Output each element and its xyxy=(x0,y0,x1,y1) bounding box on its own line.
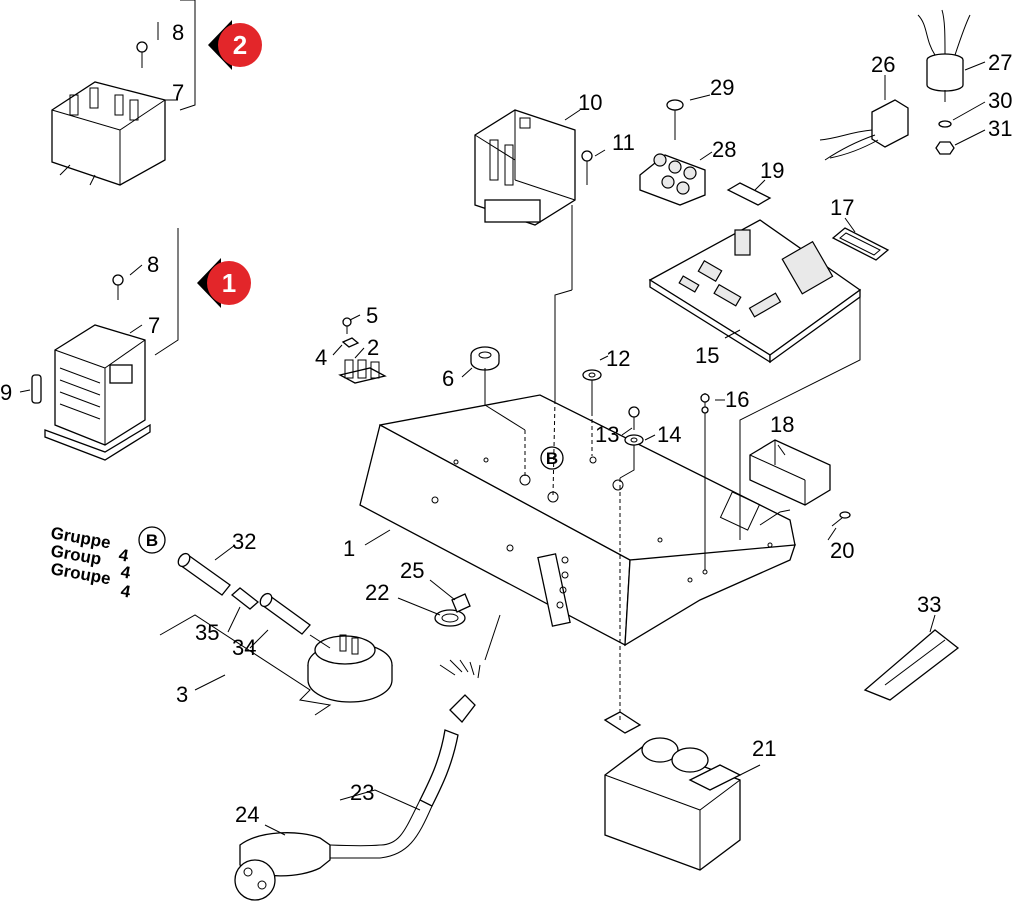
gasket-17 xyxy=(831,227,890,261)
group-label-line2-number: 4 xyxy=(119,562,132,582)
module-26 xyxy=(819,99,909,161)
callout-30: 30 xyxy=(988,88,1012,113)
chip-19 xyxy=(726,182,772,206)
callout-25: 25 xyxy=(400,558,424,583)
callout-33: 33 xyxy=(917,592,941,617)
callout-7: 7 xyxy=(148,313,160,338)
washer-14 xyxy=(624,434,644,446)
nut-31 xyxy=(935,141,955,155)
group-label-line3: Groupe xyxy=(49,559,112,588)
transformer-variant-2 xyxy=(51,81,166,186)
callout-21: 21 xyxy=(752,736,776,761)
callout-28: 28 xyxy=(712,137,736,162)
group-label: Gruppe 4 Group 4 Groupe 4 xyxy=(49,523,132,601)
tube-34 xyxy=(259,592,311,635)
callout-19: 19 xyxy=(760,158,784,183)
contactor-10 xyxy=(474,109,576,226)
tweezers-33 xyxy=(863,629,960,701)
screw-11 xyxy=(581,150,593,185)
variant-badge-2: 2 xyxy=(208,20,262,70)
callout-15: 15 xyxy=(695,343,719,368)
group-label-line1-number: 4 xyxy=(117,545,130,565)
circuit-board-15 xyxy=(648,219,862,364)
leader-lines xyxy=(19,0,986,836)
cable-tie-25 xyxy=(451,593,471,613)
seal-22 xyxy=(434,609,466,627)
clip-2 xyxy=(338,359,387,384)
callout-32: 32 xyxy=(232,529,256,554)
variant-badge-number: 1 xyxy=(222,268,236,298)
grommet-12 xyxy=(582,369,602,381)
bushing-6 xyxy=(470,346,500,371)
callout-8: 8 xyxy=(172,20,184,45)
nut-4 xyxy=(341,337,360,348)
callout-18: 18 xyxy=(770,412,794,437)
callout-26: 26 xyxy=(871,52,895,77)
screw-8-middle xyxy=(112,274,124,300)
callout-6: 6 xyxy=(442,366,454,391)
fuse-9 xyxy=(31,374,42,404)
callout-24: 24 xyxy=(235,802,259,827)
tube-32 xyxy=(177,552,231,596)
callout-9: 9 xyxy=(0,380,12,405)
callout-17: 17 xyxy=(830,195,854,220)
callout-20: 20 xyxy=(830,538,854,563)
callout-12: 12 xyxy=(606,346,630,371)
callout-29: 29 xyxy=(710,75,734,100)
callout-23: 23 xyxy=(350,780,374,805)
group-marker-letter: B xyxy=(546,449,558,468)
variant-badge-1: 1 xyxy=(197,258,251,308)
callout-numbers: 8 7 8 7 9 5 4 2 6 10 11 29 28 19 17 26 2… xyxy=(0,20,1012,827)
callout-1: 1 xyxy=(343,536,355,561)
callout-14: 14 xyxy=(657,422,681,447)
callout-34: 34 xyxy=(232,635,256,660)
screw-20 xyxy=(831,511,851,527)
plug-24 xyxy=(234,832,331,901)
callout-35: 35 xyxy=(195,620,219,645)
callout-8: 8 xyxy=(147,252,159,277)
nozzle-35 xyxy=(230,587,260,610)
callout-3: 3 xyxy=(176,682,188,707)
washer-30 xyxy=(938,120,952,128)
callout-2: 2 xyxy=(367,335,379,360)
screw-5 xyxy=(342,317,352,334)
screw-8-top xyxy=(136,41,148,68)
transformer-variant-1 xyxy=(44,324,151,461)
screw-13 xyxy=(628,406,640,430)
connector-18 xyxy=(749,439,831,506)
group-marker-letter: B xyxy=(146,531,158,550)
callout-5: 5 xyxy=(366,303,378,328)
callout-22: 22 xyxy=(365,580,389,605)
pressure-switch-3 xyxy=(307,634,393,703)
callout-4: 4 xyxy=(315,345,327,370)
terminal-block-28 xyxy=(639,153,706,206)
callout-27: 27 xyxy=(988,50,1012,75)
group-marker-b-chassis: B xyxy=(540,446,564,470)
callout-16: 16 xyxy=(725,387,749,412)
callout-7: 7 xyxy=(172,80,184,105)
variant-badge-number: 2 xyxy=(233,30,247,60)
filter-27 xyxy=(917,9,971,102)
group-marker-b-detail: B xyxy=(138,526,166,554)
chassis-base-plate xyxy=(359,394,796,647)
spacer-16 xyxy=(700,393,710,420)
callout-10: 10 xyxy=(578,90,602,115)
ignition-transformer-21 xyxy=(603,711,742,871)
screw-29 xyxy=(666,99,684,140)
callout-13: 13 xyxy=(595,422,619,447)
callout-11: 11 xyxy=(612,130,635,155)
group-label-line3-number: 4 xyxy=(119,581,132,601)
callout-31: 31 xyxy=(988,116,1012,141)
